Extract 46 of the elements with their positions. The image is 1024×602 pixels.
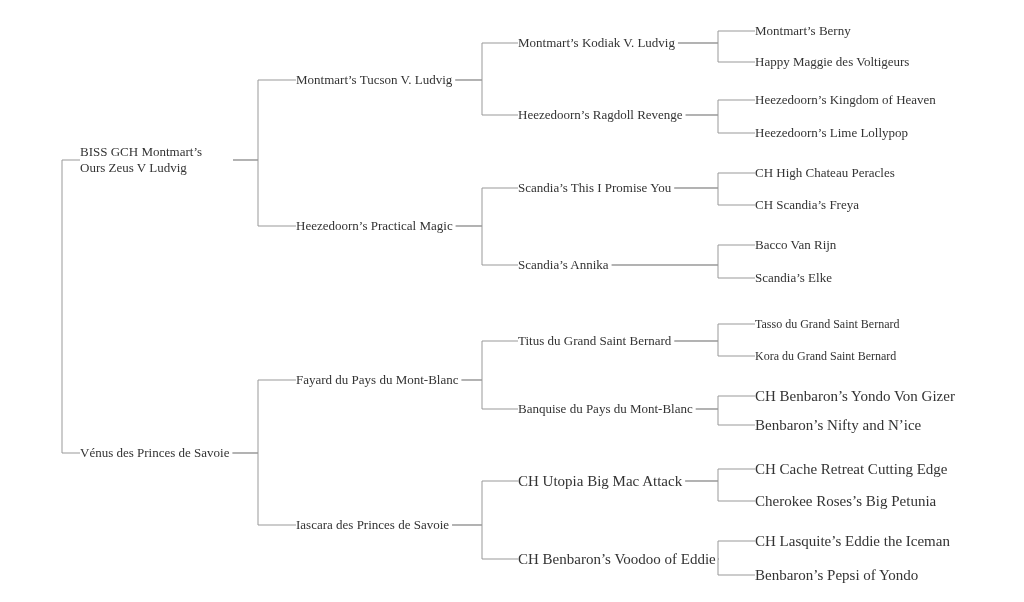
connector-line xyxy=(455,225,519,266)
name-text: Cherokee Roses’s Big Petunia xyxy=(755,491,937,511)
name-text: CH Lasquite’s Eddie the Iceman xyxy=(755,531,950,551)
name-text: Scandia’s This I Promise You xyxy=(518,179,672,197)
connector-line xyxy=(231,452,297,526)
connector-line xyxy=(685,114,756,134)
name-text: Heezedoorn’s Kingdom of Heaven xyxy=(755,91,936,109)
name-text: Scandia’s Elke xyxy=(755,269,832,287)
name-text: Iascara des Princes de Savoie xyxy=(296,516,450,534)
name-text: Kora du Grand Saint Bernard xyxy=(755,348,897,364)
connector-line xyxy=(611,264,756,279)
connector-line xyxy=(717,540,756,560)
connector-line xyxy=(61,159,81,454)
name-text: Montmart’s Tucson V. Ludvig xyxy=(296,71,453,89)
name-text: CH High Chateau Peracles xyxy=(755,164,895,182)
connector-line xyxy=(461,379,519,410)
name-text: Banquise du Pays du Mont-Blanc xyxy=(518,400,693,418)
name-text: Bacco Van Rijn xyxy=(755,236,837,254)
name-text: Scandia’s Annika xyxy=(518,256,609,274)
name-text: Titus du Grand Saint Bernard xyxy=(518,332,672,350)
name-text: CH Benbaron’s Voodoo of Eddie xyxy=(518,549,716,569)
name-text: Happy Maggie des Voltigeurs xyxy=(755,53,910,71)
connector-line xyxy=(677,42,756,63)
name-text: Heezedoorn’s Lime Lollypop xyxy=(755,124,909,142)
name-text: Heezedoorn’s Ragdoll Revenge xyxy=(518,106,683,124)
name-text: CH Cache Retreat Cutting Edge xyxy=(755,459,948,479)
connector-line xyxy=(232,159,297,227)
connector-line xyxy=(673,340,756,357)
connector-line xyxy=(717,558,756,576)
name-text: Tasso du Grand Saint Bernard xyxy=(755,316,900,332)
connector-line xyxy=(684,480,756,502)
name-text: CH Utopia Big Mac Attack xyxy=(518,471,683,491)
connector-line xyxy=(695,408,756,426)
name-text: Vénus des Princes de Savoie xyxy=(80,444,230,462)
name-text: Benbaron’s Nifty and N’ice xyxy=(755,415,922,435)
name-text: CH Benbaron’s Yondo Von Gizer xyxy=(755,386,955,406)
connector-line xyxy=(451,524,519,560)
name-text: Montmart’s Berny xyxy=(755,22,851,40)
name-text: Heezedoorn’s Practical Magic xyxy=(296,217,453,235)
name-text: CH Scandia’s Freya xyxy=(755,196,859,214)
name-text: Montmart’s Kodiak V. Ludvig xyxy=(518,34,675,52)
connector-line xyxy=(673,187,756,206)
name-text: Benbaron’s Pepsi of Yondo xyxy=(755,565,919,585)
name-text: BISS GCH Montmart’s Ours Zeus V Ludvig xyxy=(80,143,204,177)
name-text: Fayard du Pays du Mont-Blanc xyxy=(296,371,459,389)
connector-line xyxy=(454,79,519,116)
